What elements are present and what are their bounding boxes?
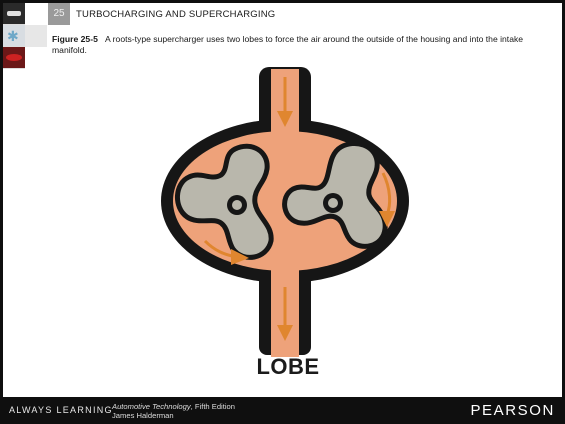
pearson-logo: PEARSON [470,402,555,419]
thumbnail-red-car-photo [3,47,25,69]
book-citation: Automotive Technology, Fifth Edition Jam… [112,402,235,420]
chapter-thumbnail-strip: ✱ [3,3,25,69]
book-edition: , Fifth Edition [191,402,235,411]
chapter-title: TURBOCHARGING AND SUPERCHARGING [76,9,275,20]
chapter-number-badge: 25 [48,3,70,25]
slide-frame-top [0,0,565,3]
figure-caption: Figure 25-5 A roots-type supercharger us… [52,34,542,55]
slide-footer: ALWAYS LEARNING Automotive Technology, F… [0,397,565,424]
thumbnail-car-photo [3,3,25,25]
thumbnail-splash-photo: ✱ [3,25,25,47]
book-title: Automotive Technology [112,402,191,411]
figure-label: Figure 25-5 [52,34,98,44]
sparkle-icon: ✱ [7,29,21,43]
thumbnail-placeholder [25,25,47,47]
book-author: James Halderman [112,411,174,420]
roots-supercharger-diagram [155,65,415,385]
always-learning-tagline: ALWAYS LEARNING [9,405,113,415]
caption-text: A roots-type supercharger uses two lobes… [52,34,523,55]
diagram-label: LOBE [218,354,358,380]
